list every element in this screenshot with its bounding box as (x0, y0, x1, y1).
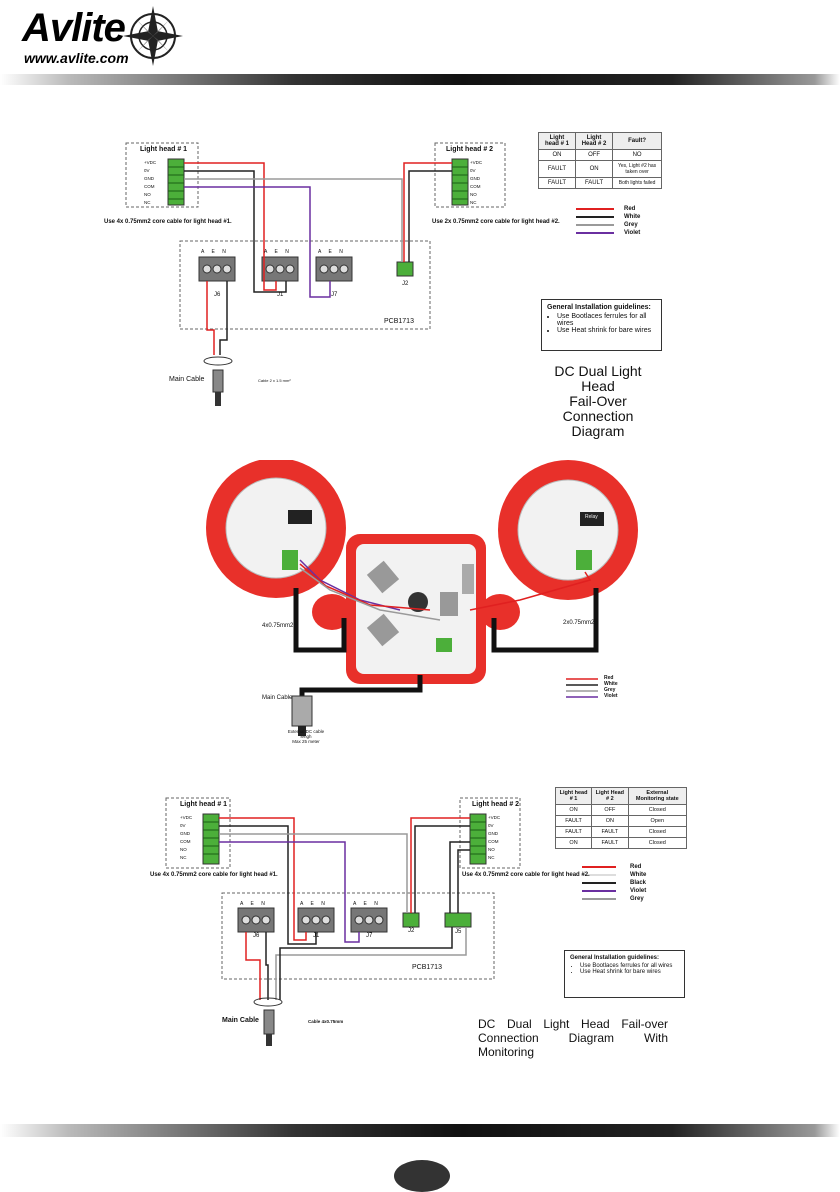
lh2-title: Light head # 2 (446, 146, 494, 153)
main-cable-label-3: Main Cable (222, 1017, 259, 1024)
lh1-title: Light head # 1 (140, 146, 188, 153)
j2-label: J2 (402, 281, 409, 287)
brand-url: www.avlite.com (24, 50, 129, 66)
j6-aen-3: A E N (240, 901, 265, 907)
right-cable-label: 2x0.75mm2 (563, 620, 595, 626)
pcb-label: PCB1713 (384, 318, 414, 325)
header-bar (0, 74, 840, 85)
diagram1-wiring (125, 142, 614, 406)
lh1-cable-note: Use 4x 0.75mm2 core cable for light head… (104, 219, 232, 225)
j7-label-3: J7 (366, 933, 373, 939)
j1-label: J1 (277, 292, 284, 298)
main-cable-label-2: Main Cable (262, 695, 293, 701)
j5-label-3: J5 (455, 929, 462, 935)
j7-aen-3: A E N (353, 901, 378, 907)
main-cable-label: Main Cable (169, 376, 205, 383)
cable-spec-3: Cable 4x0.75mm (308, 1019, 344, 1024)
diagram2-illustration (206, 460, 638, 736)
j6-label: J6 (214, 292, 221, 298)
lh2-title-3: Light head # 2 (472, 801, 520, 808)
j7-aen: A E N (318, 249, 343, 255)
j6-label-3: J6 (253, 933, 260, 939)
j1-label-3: J1 (313, 933, 320, 939)
footer-bar (0, 1124, 840, 1137)
lh2-cable-note-3: Use 4x 0.75mm2 core cable for light head… (462, 872, 590, 878)
compass-icon (123, 6, 183, 66)
j1-aen-3: A E N (300, 901, 325, 907)
cable-spec: Cable 2 x 1.5 mm² (258, 378, 291, 383)
relay-label: Relay (582, 514, 601, 520)
j1-aen: A E N (264, 249, 289, 255)
j2-label-3: J2 (408, 928, 415, 934)
page-number-oval (394, 1160, 450, 1192)
j7-label: J7 (331, 292, 338, 298)
lh1-cable-note-3: Use 4x 0.75mm2 core cable for light head… (150, 872, 278, 878)
lh2-cable-note: Use 2x 0.75mm2 core cable for light head… (432, 219, 560, 225)
brand-logo-text: Avlite (22, 6, 126, 50)
diagram3-title: DC Dual Light Head Fail-over Connection … (478, 1017, 668, 1059)
left-cable-label: 4x0.75mm2 (262, 623, 294, 629)
lh1-title-3: Light head # 1 (180, 801, 228, 808)
pcb-label-3: PCB1713 (412, 964, 442, 971)
j6-aen: A E N (201, 249, 226, 255)
guidelines-box-1: General Installation guidelines: Use Boo… (541, 299, 662, 351)
diagram3-wiring (165, 797, 616, 1046)
guidelines-box-3: General Installation guidelines: Use Boo… (564, 950, 685, 998)
